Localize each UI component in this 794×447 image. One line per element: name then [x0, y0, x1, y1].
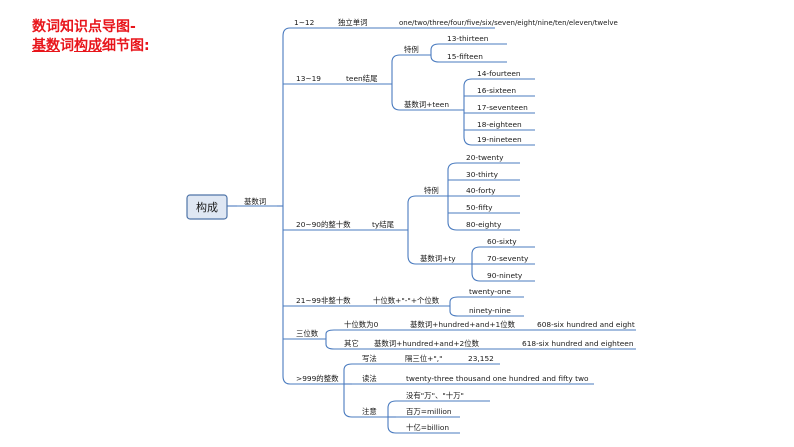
underline-r3-ex-items: [457, 162, 520, 231]
node-r3-rule-item-0: 60-sixty: [487, 237, 517, 246]
node-r2-ex-item-0: 13-thirteen: [447, 34, 489, 43]
node-r5-a-rule: 基数词+hundred+and+1位数: [410, 320, 516, 329]
node-r3-ex-item-3: 50-fifty: [466, 203, 493, 212]
node-cardinal: 基数词: [244, 197, 266, 206]
connector-lines: [227, 27, 636, 434]
node-r6: >999的整数: [296, 374, 339, 383]
node-r3-rule-item-1: 70-seventy: [487, 254, 529, 263]
node-r1-word: 独立单词: [338, 18, 368, 27]
node-r6-write-example: 23,152: [468, 354, 494, 363]
node-r2-rule-item-4: 19-nineteen: [477, 135, 522, 144]
node-r2-rule: 基数词+teen: [404, 100, 449, 109]
title-text-2b: 词: [60, 38, 74, 54]
node-r5-a: 十位数为0: [344, 320, 379, 329]
node-r2-rule-item-3: 18-eighteen: [477, 120, 522, 129]
node-r2-rule-item-0: 14-fourteen: [477, 69, 521, 78]
node-r6-write-rule: 隔三位+",": [405, 354, 443, 363]
node-r2-teen: teen结尾: [346, 74, 377, 83]
node-r3-ex-item-4: 80-eighty: [466, 220, 502, 229]
node-r5-a-example: 608-six hundred and eight: [537, 320, 635, 329]
page-title-line-1: 数词知识点导图-: [32, 18, 136, 36]
page-title-line-2: 基数词构成细节图:: [32, 37, 150, 55]
node-r3: 20~90的整十数: [296, 220, 351, 229]
node-r3-ex-item-1: 30-thirty: [466, 170, 499, 179]
node-r4: 21~99非整十数: [296, 296, 351, 305]
root-node-box: [186, 194, 228, 220]
root-node-label: 构成: [196, 200, 218, 214]
connector-r5: [325, 329, 335, 350]
node-r1-list: one/two/three/four/five/six/seven/eight/…: [399, 19, 618, 27]
node-r4-item-1: ninety-nine: [469, 306, 511, 315]
node-r6-note-item-0: 没有"万"、"十万": [406, 391, 464, 400]
node-r2-rule-item-2: 17-seventeen: [477, 103, 528, 112]
title-text-2c: 构成: [74, 38, 102, 54]
title-text-2d: 细节图:: [102, 38, 150, 54]
node-r5-b-example: 618-six hundred and eighteen: [522, 339, 634, 348]
connector-r2-trunk: [391, 54, 401, 111]
node-r6-read: 读法: [362, 374, 377, 383]
title-text-1: 数词知识点导图-: [32, 19, 136, 35]
underline-r4-items: [458, 296, 524, 317]
node-r2: 13~19: [296, 74, 321, 83]
node-r3-ty: ty结尾: [372, 220, 394, 229]
underline-r6-note-items: [396, 400, 490, 434]
node-r3-ex-item-0: 20-twenty: [466, 153, 504, 162]
underline-r2-rule-items: [472, 78, 535, 146]
node-r3-rule: 基数词+ty: [420, 254, 456, 263]
node-r4-rule: 十位数+"-"+个位数: [373, 296, 440, 305]
connector-cardinal-branches: [283, 83, 290, 340]
connector-r2-ex: [430, 43, 440, 63]
node-r5: 三位数: [296, 329, 319, 338]
node-r3-rule-item-2: 90-ninety: [487, 271, 523, 280]
node-r2-rule-item-1: 16-sixteen: [477, 86, 516, 95]
node-r6-note-item-1: 百万=million: [406, 407, 452, 416]
title-text-2a: 基数: [32, 38, 60, 54]
connector-r6: [343, 363, 353, 418]
node-r5-b: 其它: [344, 339, 359, 348]
node-r3-ex-item-2: 40-forty: [466, 186, 496, 195]
connector-cardinal-trunk: [282, 27, 291, 385]
node-r6-write: 写法: [362, 354, 377, 363]
underline-r3-rule-items: [480, 246, 535, 282]
connector-r3-trunk: [407, 195, 417, 265]
node-r6-note-item-2: 十亿=billion: [406, 423, 449, 432]
node-r3-ex: 特例: [424, 186, 439, 195]
node-r6-read-example: twenty-three thousand one hundred and fi…: [406, 374, 589, 383]
underline-r2-ex-items: [439, 43, 507, 63]
node-r5-b-rule: 基数词+hundred+and+2位数: [374, 339, 480, 348]
connector-r2-rule: [463, 78, 473, 146]
node-r4-item-0: twenty-one: [469, 287, 511, 296]
node-r2-ex: 特例: [404, 45, 419, 54]
node-r1: 1~12: [294, 18, 314, 27]
node-r6-note: 注意: [362, 407, 377, 416]
node-r2-ex-item-1: 15-fifteen: [447, 52, 483, 61]
connector-r4: [449, 296, 459, 317]
